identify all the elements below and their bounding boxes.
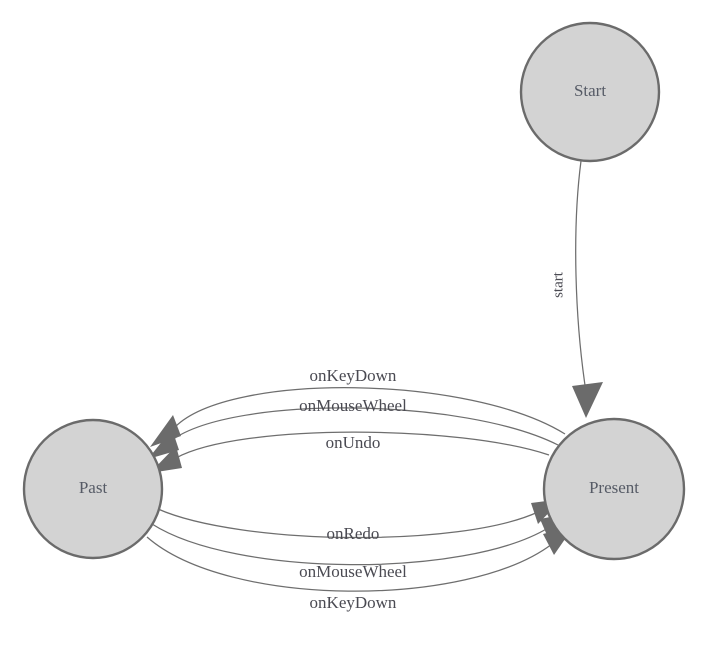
edge-past-present-onmousewheel-path: [151, 523, 549, 566]
edge-present-past-onkeydown-label: onKeyDown: [310, 366, 397, 385]
node-start-circle: [519, 21, 661, 163]
node-past[interactable]: Past: [22, 418, 164, 560]
edge-present-past-onmousewheel-path: [171, 407, 559, 446]
edge-present-past-onkeydown-arrowhead: [150, 415, 181, 447]
node-start[interactable]: Start: [519, 21, 661, 163]
edge-past-present-onkeydown-label: onKeyDown: [310, 593, 397, 612]
edge-present-past-onundo[interactable]: onUndo: [150, 431, 550, 473]
edge-past-present-onredo-label: onRedo: [327, 524, 380, 543]
node-present-circle: [542, 417, 686, 561]
edge-present-past-onmousewheel[interactable]: onMouseWheel: [148, 396, 559, 459]
node-past-circle: [22, 418, 164, 560]
edge-start-present[interactable]: start: [550, 160, 603, 418]
edge-past-present-onkeydown-path: [146, 536, 553, 592]
node-present[interactable]: Present: [542, 417, 686, 561]
node-start-label: Start: [574, 81, 606, 100]
node-past-label: Past: [79, 478, 108, 497]
edge-present-past-onkeydown-path: [174, 387, 566, 435]
edge-present-past-onundo-path: [175, 431, 550, 459]
edge-present-past-onundo-label: onUndo: [326, 433, 381, 452]
edge-past-present-onredo[interactable]: onRedo: [157, 499, 562, 543]
edge-past-present-onredo-path: [157, 508, 539, 539]
edge-start-present-path: [575, 160, 587, 393]
edge-start-present-arrowhead: [572, 382, 603, 418]
edge-present-past-onmousewheel-label: onMouseWheel: [299, 396, 407, 415]
edge-past-present-onmousewheel-label: onMouseWheel: [299, 562, 407, 581]
edge-start-present-label: start: [550, 271, 566, 298]
edge-present-past-onkeydown[interactable]: onKeyDown: [150, 366, 566, 447]
node-present-label: Present: [589, 478, 639, 497]
